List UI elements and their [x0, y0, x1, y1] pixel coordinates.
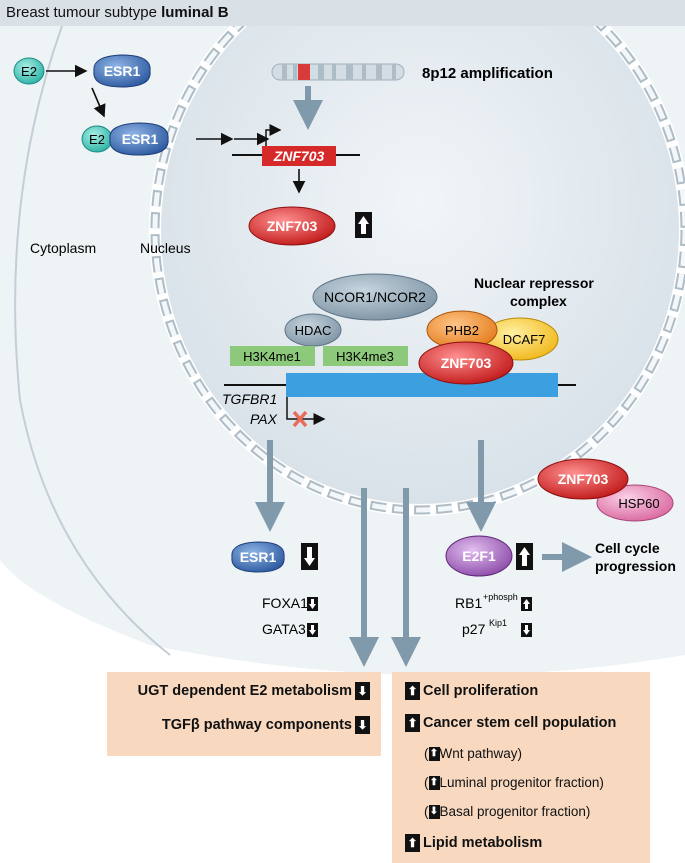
wnt-row: (⬆Wnt pathway) — [424, 746, 523, 762]
rb1-phosph-up: RB1 +phosph — [455, 592, 532, 611]
phb2-protein: PHB2 — [426, 310, 498, 350]
svg-text:NCOR1/NCOR2: NCOR1/NCOR2 — [324, 289, 426, 305]
svg-text:Kip1: Kip1 — [489, 618, 507, 628]
pathway-diagram: 8p12 amplification E2 ESR1 E2 ESR1 ZNF70… — [0, 26, 685, 676]
cytoplasmic-znf703: ZNF703 — [537, 458, 629, 500]
up-arrow-icon: ⬆ — [405, 714, 420, 732]
title-bar: Breast tumour subtype luminal B — [0, 0, 685, 26]
cell-cycle-label-1: Cell cycle — [595, 540, 660, 556]
target-gene-dna — [224, 373, 576, 397]
svg-text:E2F1: E2F1 — [462, 548, 496, 564]
svg-text:HSP60: HSP60 — [618, 496, 659, 511]
nucleus-label: Nucleus — [140, 240, 191, 256]
stem-cell-row: ⬆Cancer stem cell population — [402, 714, 616, 732]
chromosome-8 — [271, 63, 405, 81]
amplification-label: 8p12 amplification — [422, 65, 553, 82]
svg-text:ESR1: ESR1 — [240, 549, 277, 565]
luminal-row: (⬆Luminal progenitor fraction) — [424, 775, 604, 791]
svg-text:DCAF7: DCAF7 — [503, 332, 546, 347]
block-x-icon — [292, 410, 308, 428]
up-arrow-icon: ⬆ — [405, 834, 420, 852]
esr1-receptor: ESR1 — [93, 54, 151, 88]
e2f1-upregulated: E2F1 — [445, 535, 533, 577]
down-arrow-icon: ⬇ — [355, 682, 370, 700]
up-arrow-icon: ⬆ — [405, 682, 420, 700]
cell-cycle-label-2: progression — [595, 558, 676, 574]
svg-text:RB1: RB1 — [455, 595, 482, 611]
tgfbr1-label: TGFBR1 — [222, 391, 277, 407]
p27-down: p27 Kip1 — [462, 618, 532, 637]
svg-text:FOXA1: FOXA1 — [262, 595, 308, 611]
svg-text:ZNF703: ZNF703 — [558, 471, 609, 487]
down-arrow-icon: ⬇ — [355, 716, 370, 734]
svg-text:GATA3: GATA3 — [262, 621, 306, 637]
lipid-row: ⬆Lipid metabolism — [402, 834, 542, 852]
complex-label-1: Nuclear repressor — [474, 275, 594, 291]
up-arrow-icon — [519, 547, 530, 566]
left-outcome-box: UGT dependent E2 metabolism⬇ TGFβ pathwa… — [107, 672, 381, 756]
h3k4me3-label: H3K4me3 — [336, 349, 394, 364]
svg-text:E2: E2 — [89, 132, 105, 147]
cell-proliferation-row: ⬆Cell proliferation — [402, 682, 538, 700]
cytoplasm-label: Cytoplasm — [30, 240, 96, 256]
up-arrow-icon: ⬆ — [428, 747, 440, 762]
hsp60-protein: HSP60 — [596, 484, 674, 522]
svg-text:ZNF703: ZNF703 — [273, 148, 325, 164]
svg-text:ESR1: ESR1 — [104, 63, 141, 79]
h3k4me1-label: H3K4me1 — [243, 349, 301, 364]
downstream-arrows — [255, 440, 592, 667]
znf703-protein: ZNF703 — [248, 206, 372, 246]
svg-text:p27: p27 — [462, 621, 486, 637]
down-arrow-icon — [304, 547, 315, 566]
gata3-down: GATA3 — [262, 621, 318, 637]
complex-znf703: ZNF703 — [418, 341, 514, 385]
up-arrow-icon — [358, 216, 369, 234]
histone-marks: H3K4me1 H3K4me3 — [230, 346, 408, 366]
basal-row: (⬇Basal progenitor fraction) — [424, 804, 591, 820]
up-arrow-icon: ⬆ — [428, 776, 440, 791]
pax-label: PAX — [250, 411, 278, 427]
svg-text:ZNF703: ZNF703 — [441, 355, 492, 371]
hdac-protein: HDAC — [284, 313, 342, 347]
complex-formation-arrow — [91, 87, 106, 118]
ugt-metabolism-row: UGT dependent E2 metabolism⬇ — [138, 682, 373, 700]
tgfb-components-row: TGFβ pathway components⬇ — [162, 716, 373, 734]
nucleus-envelope — [149, 26, 685, 516]
znf703-gene: ZNF703 — [232, 124, 360, 166]
figure-title: Breast tumour subtype luminal B — [6, 4, 229, 21]
svg-text:HDAC: HDAC — [295, 323, 332, 338]
svg-text:ESR1: ESR1 — [122, 131, 159, 147]
e2-molecule: E2 — [13, 57, 45, 85]
svg-text:ZNF703: ZNF703 — [267, 218, 318, 234]
down-arrow-icon: ⬇ — [428, 805, 440, 820]
complex-label-2: complex — [510, 293, 567, 309]
svg-text:E2: E2 — [21, 64, 37, 79]
svg-text:+phosph: +phosph — [483, 592, 518, 602]
esr1-downregulated: ESR1 — [231, 541, 318, 573]
svg-text:PHB2: PHB2 — [445, 323, 479, 338]
ncor-protein: NCOR1/NCOR2 — [312, 273, 438, 321]
foxa1-down: FOXA1 — [262, 595, 318, 611]
repressed-promoter — [286, 397, 326, 428]
right-outcome-box: ⬆Cell proliferation ⬆Cancer stem cell po… — [392, 672, 650, 863]
e2-esr1-complex: E2 ESR1 — [81, 122, 169, 156]
